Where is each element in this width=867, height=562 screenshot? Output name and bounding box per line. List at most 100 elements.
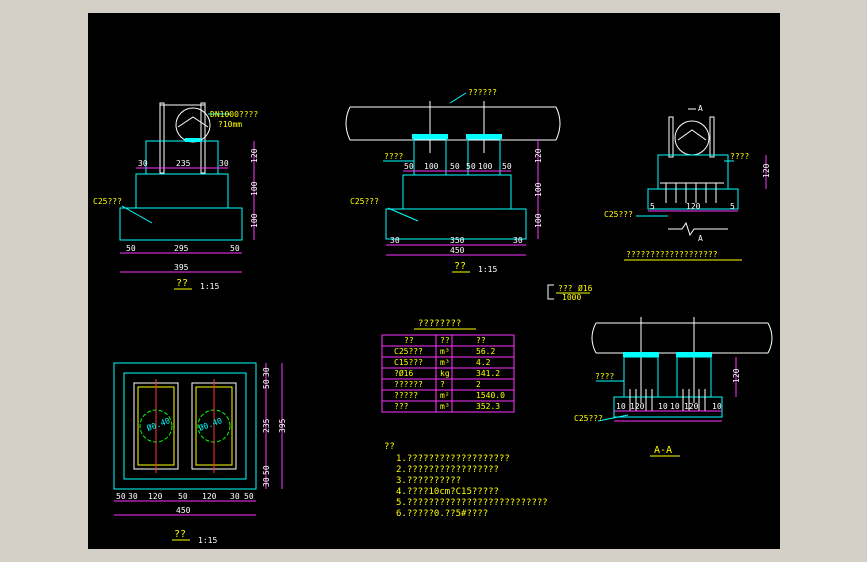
dim-total: 395 xyxy=(174,263,189,272)
pipe-support-left xyxy=(159,102,165,174)
table-cell: m³ xyxy=(440,347,450,356)
section-aa: ???? C25??? 10 120 10 10 120 10 120 A-A xyxy=(574,317,773,457)
table-cell: ?Ø16 xyxy=(394,368,413,378)
side-scale: 1:15 xyxy=(478,265,497,274)
table-header-2: ?? xyxy=(440,336,450,345)
concrete-leader xyxy=(121,205,153,224)
section-b-pipe-inner xyxy=(677,129,707,141)
aa-concrete-leader xyxy=(597,414,629,422)
table-cell: 56.2 xyxy=(476,347,495,356)
dim-top-3: 30 xyxy=(219,159,229,168)
dim-bottom-2: 295 xyxy=(174,244,189,253)
plan-dim-bottom-4: 50 xyxy=(178,492,188,501)
aa-base xyxy=(613,396,723,418)
side-dim-top-2: 100 xyxy=(424,162,439,171)
dim-top-1: 30 xyxy=(138,159,148,168)
dim-right-1: 120 xyxy=(250,148,259,163)
table-cell: 1540.0 xyxy=(476,391,505,400)
plan-outer xyxy=(113,362,257,490)
aa-dim-1: 10 xyxy=(616,402,626,411)
plan-inner xyxy=(123,372,247,480)
saddle-left xyxy=(412,134,448,139)
pipe-saddle xyxy=(185,138,201,142)
notes-item-4: 4.????10cm?C15????? xyxy=(396,487,499,497)
aa-rebar xyxy=(629,389,706,411)
saddle-right xyxy=(466,134,502,139)
concrete-label: C25??? xyxy=(93,197,122,206)
plan-dim-bottom-7: 50 xyxy=(244,492,254,501)
pipe-end-left xyxy=(345,106,351,141)
aa-pipe-body xyxy=(596,322,768,354)
table-cell: 352.3 xyxy=(476,402,500,411)
aa-pipe-end-left xyxy=(591,322,597,354)
table-cell: ? xyxy=(440,380,445,389)
pipe-inner-line xyxy=(177,116,209,128)
table-frame xyxy=(381,334,515,413)
drawing-canvas: DN1000???? ?10mm C25??? 30 235 30 50 295… xyxy=(88,13,780,549)
side-dim-top-3: 50 xyxy=(450,162,460,171)
cad-drawing: DN1000???? ?10mm C25??? 30 235 30 50 295… xyxy=(93,88,773,545)
side-dim-total: 450 xyxy=(450,246,465,255)
notes-item-2: 2.????????????????? xyxy=(396,465,499,475)
plan-scale: 1:15 xyxy=(198,536,217,545)
legend: ??? Ø16 1000 xyxy=(547,283,593,302)
side-middle xyxy=(402,174,512,210)
side-left-label: ???? xyxy=(384,152,403,161)
side-pipe-label: ?????? xyxy=(468,88,497,97)
table-header-1: ?? xyxy=(404,336,414,345)
side-dim-top-5: 100 xyxy=(478,162,493,171)
aa-saddle-left xyxy=(623,352,659,357)
plan-title: ?? xyxy=(174,529,186,540)
side-dim-bottom-1: 30 xyxy=(390,236,400,245)
side-concrete-label: C25??? xyxy=(350,197,379,206)
plan-dim-right-2: 50 xyxy=(262,379,271,389)
plan-dim-total: 450 xyxy=(176,506,191,515)
aa-dim-right: 120 xyxy=(732,368,741,383)
dim-right-2: 100 xyxy=(250,181,259,196)
section-b-concrete-label: C25??? xyxy=(604,210,633,219)
legend-value-2: 1000 xyxy=(562,293,581,302)
section-b-dim-3: 5 xyxy=(730,202,735,211)
plan-dim-bottom-2: 30 xyxy=(128,492,138,501)
table-cell: C25??? xyxy=(394,347,423,356)
section-b-support-left xyxy=(668,116,674,158)
pipe-end-right xyxy=(555,106,561,141)
aa-title: A-A xyxy=(654,445,672,456)
table-cell: m² xyxy=(440,391,450,400)
plan-dim-right-5: 30 xyxy=(262,477,271,487)
section-b-dim-right: 120 xyxy=(762,163,771,178)
side-dim-right-3: 100 xyxy=(534,213,543,228)
plan-dim-bottom-1: 50 xyxy=(116,492,126,501)
plan-dim-total-right: 395 xyxy=(278,418,287,433)
table-cell: 2 xyxy=(476,380,481,389)
plan-view: Ø0.40 Ø0.40 50 30 120 50 120 30 50 450 3… xyxy=(113,362,287,545)
pipe-body xyxy=(350,106,556,141)
table-cell: ????? xyxy=(394,391,418,400)
notes-item-5: 5.?????????????????????????? xyxy=(396,498,548,508)
front-view: DN1000???? ?10mm C25??? 30 235 30 50 295… xyxy=(93,102,259,291)
section-b-base xyxy=(647,188,739,210)
aa-pipe-end-right xyxy=(767,322,773,354)
side-dim-top-6: 50 xyxy=(502,162,512,171)
aa-left-label: ???? xyxy=(595,372,614,381)
notes: ?? 1.??????????????????? 2.?????????????… xyxy=(384,442,548,519)
pier-middle xyxy=(135,173,229,209)
aa-dim-3: 10 xyxy=(658,402,668,411)
side-dim-right-2: 100 xyxy=(534,182,543,197)
pipe-label: DN1000???? xyxy=(210,110,258,119)
aa-saddle-right xyxy=(676,352,712,357)
aa-dim-6: 10 xyxy=(712,402,722,411)
plan-dim-right-4: 50 xyxy=(262,465,271,475)
side-dim-top-1: 50 xyxy=(404,162,414,171)
plan-hole-label-left: Ø0.40 xyxy=(145,415,171,433)
side-base xyxy=(385,208,527,240)
legend-bracket xyxy=(547,284,554,300)
plan-dim-right-3: 235 xyxy=(262,418,271,433)
plan-hole-label-right: Ø0.40 xyxy=(197,415,223,433)
front-scale: 1:15 xyxy=(200,282,219,291)
plan-dim-bottom-6: 30 xyxy=(230,492,240,501)
side-dim-bottom-3: 30 xyxy=(513,236,523,245)
table-cell: kg xyxy=(440,369,450,378)
table-cell: m³ xyxy=(440,358,450,367)
